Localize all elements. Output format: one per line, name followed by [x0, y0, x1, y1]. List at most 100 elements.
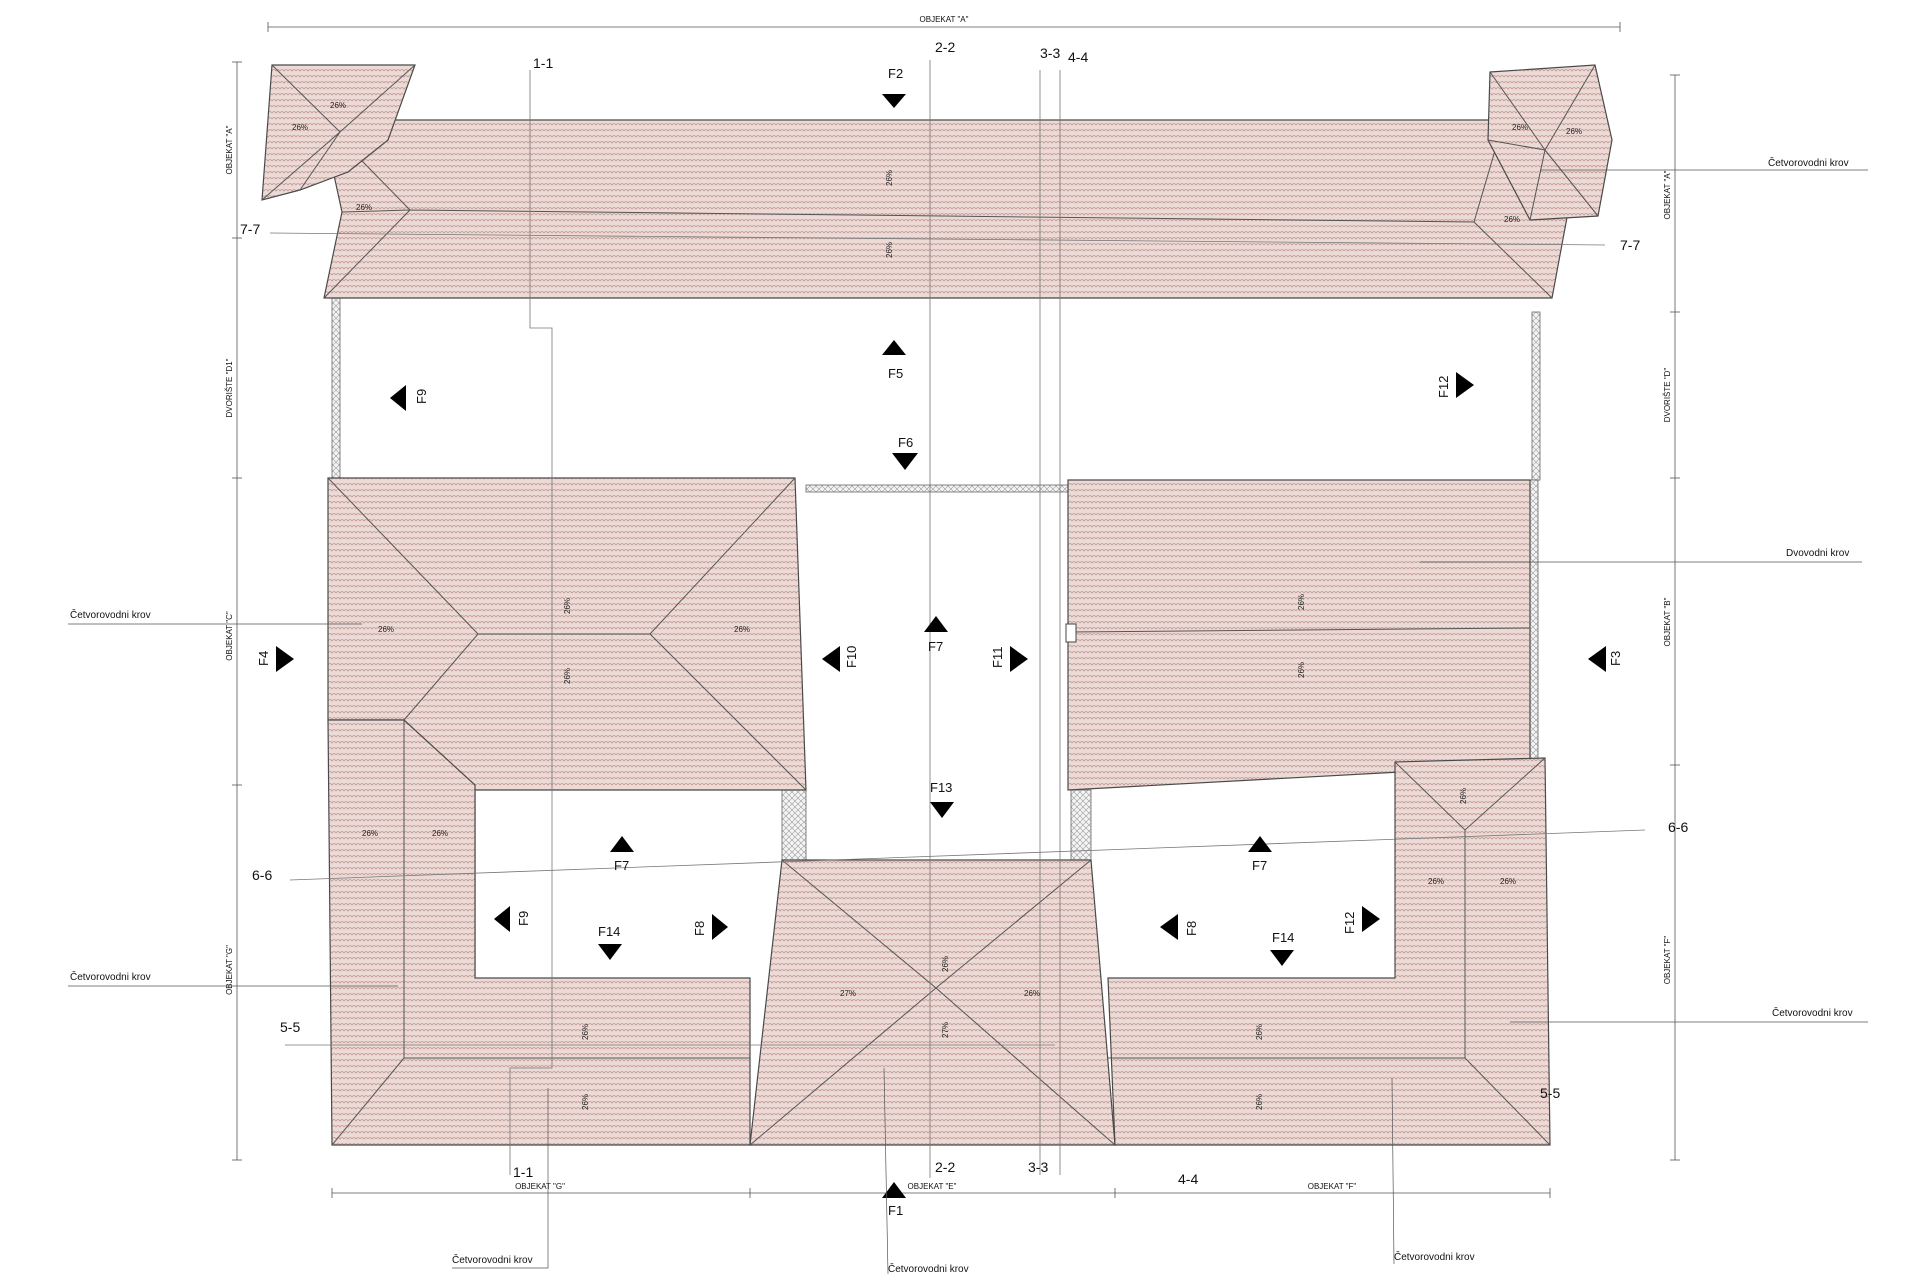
gutter-e-right [1070, 789, 1092, 861]
slope-label: 26% [330, 101, 346, 110]
facade-arrow-f10 [822, 646, 840, 672]
slope-label: 26% [1297, 594, 1306, 610]
gutter-courtyard-top [805, 484, 1069, 493]
facade-label-f2: F2 [888, 66, 903, 81]
section-2-2-top: 2-2 [935, 39, 955, 55]
dim-right-objekat-f: OBJEKAT "F" [1663, 936, 1672, 985]
dim-left-objekat-c: OBJEKAT "C" [225, 611, 234, 661]
note-roof-a: Četvorovodni krov [1768, 156, 1849, 169]
facade-label-f8-right: F8 [1184, 921, 1199, 936]
facade-arrow-f11 [1010, 646, 1028, 672]
facade-label-f7-center: F7 [928, 639, 943, 654]
section-4-4-bottom: 4-4 [1178, 1171, 1198, 1187]
roof-objekat-f [1107, 757, 1551, 1146]
facade-arrow-f7-left [610, 836, 634, 852]
facade-label-f8-left: F8 [692, 921, 707, 936]
facade-label-f5: F5 [888, 366, 903, 381]
callout-leaders [68, 169, 1868, 1275]
facade-label-f11: F11 [990, 647, 1005, 668]
facade-label-f6: F6 [898, 435, 913, 450]
facade-arrow-f14-right [1270, 950, 1294, 966]
facade-arrow-f12-bottom [1362, 906, 1380, 932]
facade-arrow-f3 [1588, 646, 1606, 672]
facade-arrow-f9-top [390, 385, 406, 411]
facade-arrow-f13 [930, 802, 954, 818]
facade-label-f12-bottom: F12 [1342, 912, 1357, 934]
dim-bottom-objekat-e: OBJEKAT "E" [908, 1182, 957, 1191]
facade-label-f9-bottom: F9 [516, 911, 531, 926]
facade-arrow-f7-center [924, 616, 948, 632]
facade-arrows [276, 94, 1606, 1198]
note-roof-e-bottom: Četvorovodni krov [888, 1262, 969, 1275]
slope-label: 26% [432, 829, 448, 838]
gutter-b-right [1529, 479, 1539, 766]
facade-label-f9-top: F9 [414, 389, 429, 404]
facade-label-f7-right: F7 [1252, 858, 1267, 873]
facade-arrow-f4 [276, 646, 294, 672]
dim-bottom-objekat-g: OBJEKAT "G" [515, 1182, 565, 1191]
slope-label: 26% [941, 956, 950, 972]
facade-arrow-f8-right [1160, 914, 1178, 940]
section-6-6-right: 6-6 [1668, 819, 1688, 835]
dim-left-dvoriste-d1: DVORIŠTE "D1" [225, 358, 234, 417]
facade-arrow-f9-bottom [494, 906, 510, 932]
facade-arrow-f12-top [1456, 372, 1474, 398]
facade-arrow-f6 [892, 453, 918, 470]
section-6-6-left: 6-6 [252, 867, 272, 883]
dim-right-dvoriste-d: DVORIŠTE "D" [1663, 368, 1672, 423]
roof-objekat-a [261, 64, 1613, 299]
section-5-5-right: 5-5 [1540, 1085, 1560, 1101]
slope-label: 26% [378, 625, 394, 634]
facade-arrow-f14-left [598, 944, 622, 960]
note-roof-g: Četvorovodni krov [70, 970, 151, 983]
section-2-2-bottom: 2-2 [935, 1159, 955, 1175]
section-cut-lines [269, 60, 1646, 1178]
gutter-d-right [1531, 311, 1541, 481]
slope-label: 26% [885, 170, 894, 186]
slope-label: 26% [734, 625, 750, 634]
slope-label: 26% [1566, 127, 1582, 136]
dim-bottom-objekat-f: OBJEKAT "F" [1308, 1182, 1357, 1191]
dim-left-objekat-a: OBJEKAT "A" [225, 125, 234, 174]
chimney [1065, 623, 1077, 643]
slope-label: 27% [840, 989, 856, 998]
facade-arrow-f8-left [712, 914, 728, 940]
slope-label: 26% [362, 829, 378, 838]
facade-arrow-f1 [882, 1182, 906, 1198]
slope-label: 26% [885, 242, 894, 258]
gutter-e-left [781, 789, 807, 861]
section-1-1-bottom: 1-1 [513, 1164, 533, 1180]
slope-label: 26% [581, 1094, 590, 1110]
slope-label: 26% [1297, 662, 1306, 678]
dimension-lines [232, 22, 1680, 1198]
slope-label: 26% [1512, 123, 1528, 132]
slope-labels: 26% 26% 26% 26% 26% 26% 26% 26% 26% 26% … [292, 101, 1582, 1110]
note-roof-f: Četvorovodni krov [1772, 1006, 1853, 1019]
gutter-d1-left [331, 297, 341, 479]
note-roof-g-bottom: Četvorovodni krov [452, 1253, 533, 1266]
section-4-4-top: 4-4 [1068, 49, 1088, 65]
facade-label-f13: F13 [930, 780, 952, 795]
facade-label-f14-left: F14 [598, 924, 620, 939]
section-5-5-left: 5-5 [280, 1019, 300, 1035]
slope-label: 26% [1255, 1094, 1264, 1110]
facade-label-f3: F3 [1608, 651, 1623, 666]
facade-label-f1: F1 [888, 1203, 903, 1218]
section-3-3-bottom: 3-3 [1028, 1159, 1048, 1175]
slope-label: 26% [1428, 877, 1444, 886]
facade-label-f14-right: F14 [1272, 930, 1294, 945]
slope-label: 26% [1255, 1024, 1264, 1040]
slope-label: 26% [563, 668, 572, 684]
slope-label: 26% [1504, 215, 1520, 224]
slope-label: 26% [1024, 989, 1040, 998]
facade-arrow-f2 [882, 94, 906, 108]
facade-arrow-f7-right [1248, 836, 1272, 852]
section-7-7-right: 7-7 [1620, 237, 1640, 253]
slope-label: 26% [581, 1024, 590, 1040]
section-7-7-left: 7-7 [240, 221, 260, 237]
slope-label: 26% [1500, 877, 1516, 886]
note-roof-b: Dvovodni krov [1786, 548, 1849, 559]
slope-label: 27% [941, 1022, 950, 1038]
facade-label-f12-top: F12 [1436, 376, 1451, 398]
